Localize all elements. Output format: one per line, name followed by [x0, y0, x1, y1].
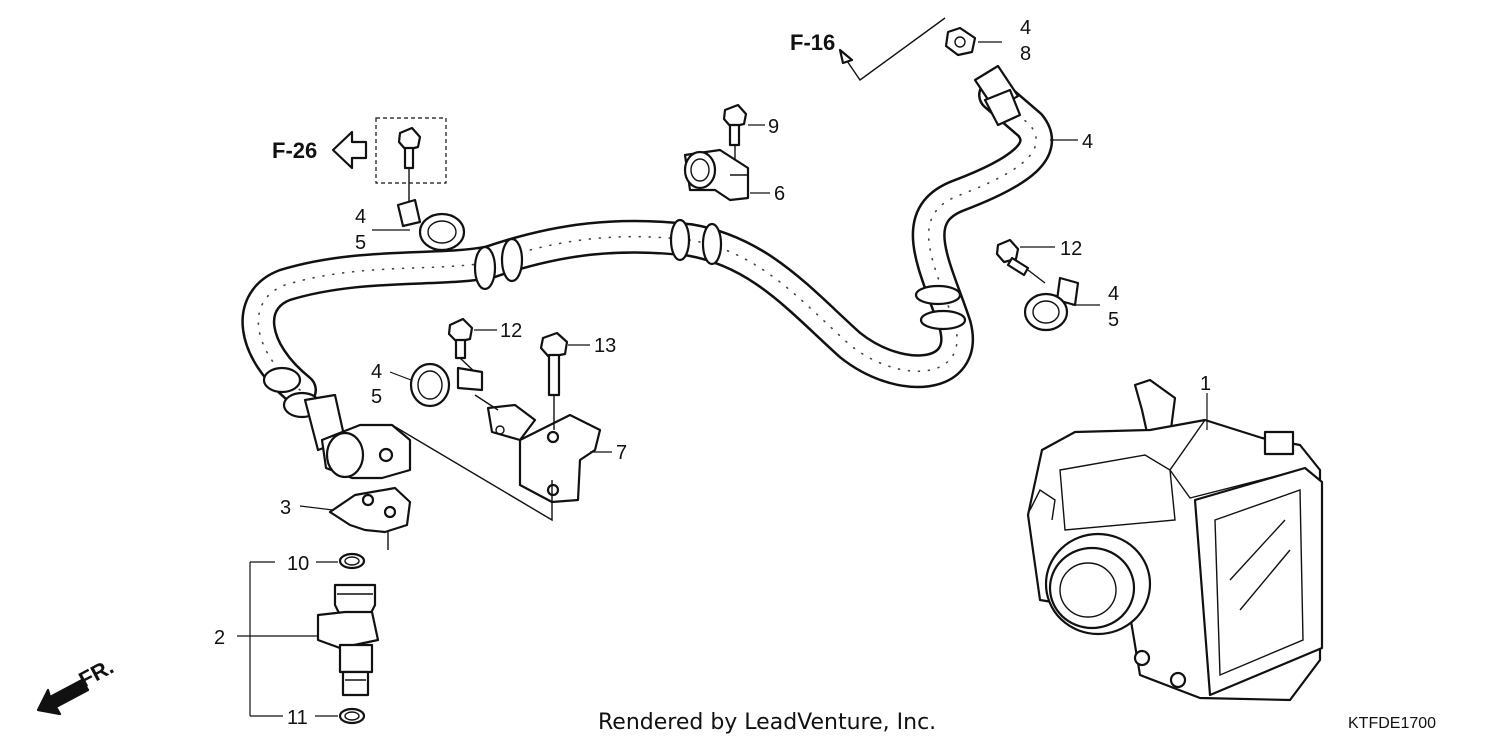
- callout-8: 8: [1020, 43, 1031, 65]
- throttle-body[interactable]: [1026, 378, 1324, 702]
- leader-3: [299, 505, 334, 511]
- fuel-injector[interactable]: [316, 583, 380, 697]
- bolt-right[interactable]: [995, 238, 1046, 284]
- leader-4e: [389, 371, 412, 381]
- callout-12a: 12: [500, 320, 522, 342]
- ref-f16[interactable]: F-16: [790, 30, 835, 55]
- bolt-left[interactable]: [447, 317, 479, 376]
- callout-11: 11: [287, 707, 308, 729]
- callout-1: 1: [1200, 373, 1211, 395]
- bolt-top[interactable]: [722, 103, 748, 165]
- f16-leader: [844, 17, 946, 81]
- fuel-hose[interactable]: [241, 78, 1053, 419]
- hose-clamp-lower[interactable]: [409, 362, 499, 411]
- injector-bracket-leaders: [237, 561, 338, 717]
- callout-4c: 4: [355, 206, 366, 228]
- o-ring-upper[interactable]: [338, 552, 366, 570]
- hose-clamp-right[interactable]: [1023, 276, 1080, 332]
- callout-13: 13: [594, 335, 616, 357]
- long-bolt[interactable]: [539, 331, 569, 430]
- callout-5e: 5: [371, 386, 382, 408]
- callout-4e: 4: [371, 361, 382, 383]
- callout-10: 10: [287, 553, 309, 575]
- callout-3: 3: [280, 497, 291, 519]
- ref-f26[interactable]: F-26: [272, 138, 317, 163]
- callout-4b: 4: [1082, 131, 1093, 153]
- callout-2: 2: [214, 627, 225, 649]
- callout-9: 9: [768, 116, 779, 138]
- hose-joint: [303, 393, 412, 480]
- callout-4d: 4: [1108, 283, 1119, 305]
- injector-plate[interactable]: [328, 486, 412, 550]
- f26-arrow-icon: [331, 130, 368, 170]
- front-arrow-icon: [36, 678, 90, 716]
- callout-7: 7: [616, 442, 627, 464]
- hose-holder[interactable]: [683, 148, 750, 202]
- reference-box: [375, 117, 447, 184]
- o-ring-lower[interactable]: [338, 707, 366, 725]
- callout-4a: 4: [1020, 17, 1031, 39]
- bolt-top-left[interactable]: [397, 126, 422, 205]
- callout-5d: 5: [1108, 309, 1119, 331]
- f16-arrow-icon: [838, 48, 854, 65]
- diagram-code: KTFDE1700: [1348, 715, 1437, 732]
- callout-5c: 5: [355, 232, 366, 254]
- credit-text: Rendered by LeadVenture, Inc.: [598, 710, 937, 735]
- hose-clip-top[interactable]: [944, 26, 977, 57]
- bracket[interactable]: [391, 403, 602, 522]
- hose-clamp-upper-left[interactable]: [396, 198, 466, 252]
- callout-12b: 12: [1060, 238, 1082, 260]
- hose-upper-connector: [973, 64, 1022, 127]
- callout-6: 6: [774, 183, 785, 205]
